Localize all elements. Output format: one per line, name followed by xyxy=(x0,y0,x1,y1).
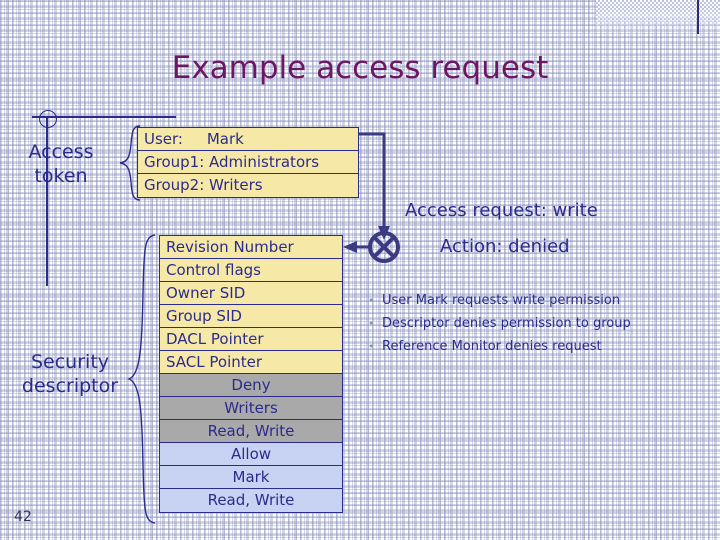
table-row: Owner SID xyxy=(160,282,342,305)
table-row: Deny xyxy=(160,374,342,397)
table-row: DACL Pointer xyxy=(160,328,342,351)
table-row: SACL Pointer xyxy=(160,351,342,374)
list-item: Descriptor denies permission to group xyxy=(368,312,713,335)
circle-outline-icon xyxy=(39,110,57,128)
table-row: Read, Write xyxy=(160,489,342,512)
table-row: User: Mark xyxy=(138,128,358,151)
label-access-token: Access token xyxy=(6,140,116,189)
label-access-token-line1: Access xyxy=(28,141,94,163)
action-result-line: Action: denied xyxy=(440,236,570,257)
explanation-bullet-list: User Mark requests write permission Desc… xyxy=(368,289,713,358)
table-row: Group2: Writers xyxy=(138,174,358,197)
label-security-descriptor-line2: descriptor xyxy=(21,375,119,398)
table-row: Control flags xyxy=(160,259,342,282)
access-request-line: Access request: write xyxy=(405,200,598,221)
brace-access-token xyxy=(119,125,141,201)
decorative-vertical-rule xyxy=(697,0,699,34)
label-security-descriptor-line1: Security xyxy=(30,351,110,373)
security-descriptor-table: Revision Number Control flags Owner SID … xyxy=(159,235,343,513)
table-row: Group1: Administrators xyxy=(138,151,358,174)
decorative-checker-band-fade xyxy=(596,12,720,34)
table-row: Mark xyxy=(160,466,342,489)
table-row: Writers xyxy=(160,397,342,420)
label-access-token-line2: token xyxy=(34,165,88,188)
list-item: User Mark requests write permission xyxy=(368,289,713,312)
access-token-table: User: Mark Group1: Administrators Group2… xyxy=(137,127,359,198)
anchor-horizontal-line xyxy=(32,116,176,118)
table-row: Group SID xyxy=(160,305,342,328)
table-row: Allow xyxy=(160,443,342,466)
anchor-vertical-line xyxy=(46,116,48,286)
page-number: 42 xyxy=(14,509,32,525)
page-title: Example access request xyxy=(171,50,549,86)
table-row: Revision Number xyxy=(160,236,342,259)
label-security-descriptor: Security descriptor xyxy=(0,350,140,399)
list-item: Reference Monitor denies request xyxy=(368,335,713,358)
brace-security-descriptor xyxy=(126,234,156,524)
table-row: Read, Write xyxy=(160,420,342,443)
